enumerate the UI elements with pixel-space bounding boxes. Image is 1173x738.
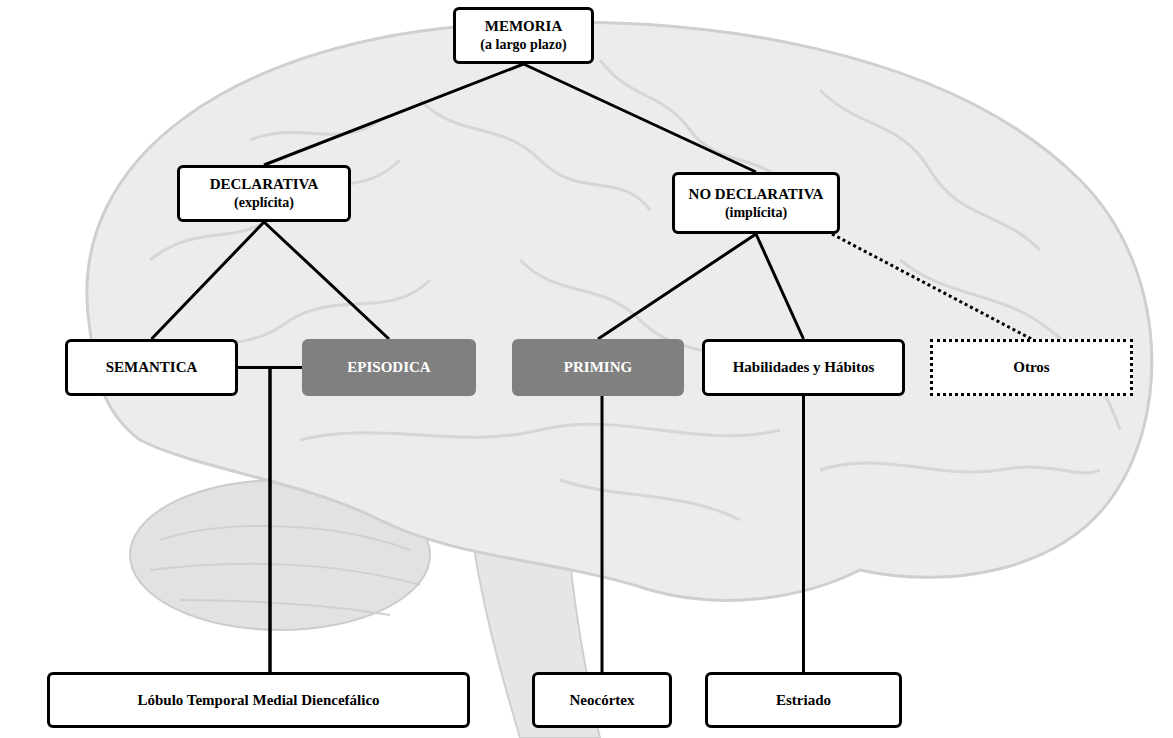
type-box: PRIMING bbox=[512, 339, 684, 396]
connector-line bbox=[756, 234, 804, 339]
dotted-connector bbox=[832, 234, 1032, 339]
type-box: EPISODICA bbox=[302, 339, 476, 396]
box-label: SEMANTICA bbox=[106, 358, 198, 377]
box-label: Estriado bbox=[776, 691, 831, 710]
box-label: PRIMING bbox=[564, 358, 632, 377]
connector-line bbox=[264, 64, 524, 165]
region-box: Estriado bbox=[705, 672, 902, 728]
box-label: Habilidades y Hábitos bbox=[733, 358, 875, 377]
region-box: Lóbulo Temporal Medial Diencefálico bbox=[47, 672, 470, 728]
box-label: Otros bbox=[1013, 358, 1049, 377]
box-subtitle: (implícita) bbox=[725, 204, 787, 222]
connector-line bbox=[264, 222, 389, 339]
connector-line bbox=[270, 368, 302, 673]
box-subtitle: (explícita) bbox=[234, 194, 294, 212]
box-label: DECLARATIVA bbox=[210, 175, 319, 194]
box-label: Neocórtex bbox=[570, 691, 635, 710]
box-label: NO DECLARATIVA bbox=[689, 185, 824, 204]
root-box: MEMORIA(a largo plazo) bbox=[453, 7, 594, 64]
box-label: Lóbulo Temporal Medial Diencefálico bbox=[137, 691, 379, 710]
connector-line bbox=[802, 396, 805, 672]
box-label: MEMORIA bbox=[485, 17, 563, 36]
box-subtitle: (a largo plazo) bbox=[480, 36, 566, 54]
category-box: NO DECLARATIVA(implícita) bbox=[672, 172, 840, 234]
connector-line bbox=[524, 64, 757, 172]
region-box: Neocórtex bbox=[532, 672, 672, 728]
connector-line bbox=[601, 396, 604, 672]
connector-line bbox=[238, 368, 270, 673]
box-label: EPISODICA bbox=[347, 358, 430, 377]
connector-line bbox=[152, 222, 265, 339]
category-box: DECLARATIVA(explícita) bbox=[177, 165, 351, 222]
type-box: SEMANTICA bbox=[65, 339, 238, 396]
type-box: Habilidades y Hábitos bbox=[702, 339, 905, 396]
connector-line bbox=[598, 234, 756, 339]
other-box: Otros bbox=[930, 339, 1133, 396]
